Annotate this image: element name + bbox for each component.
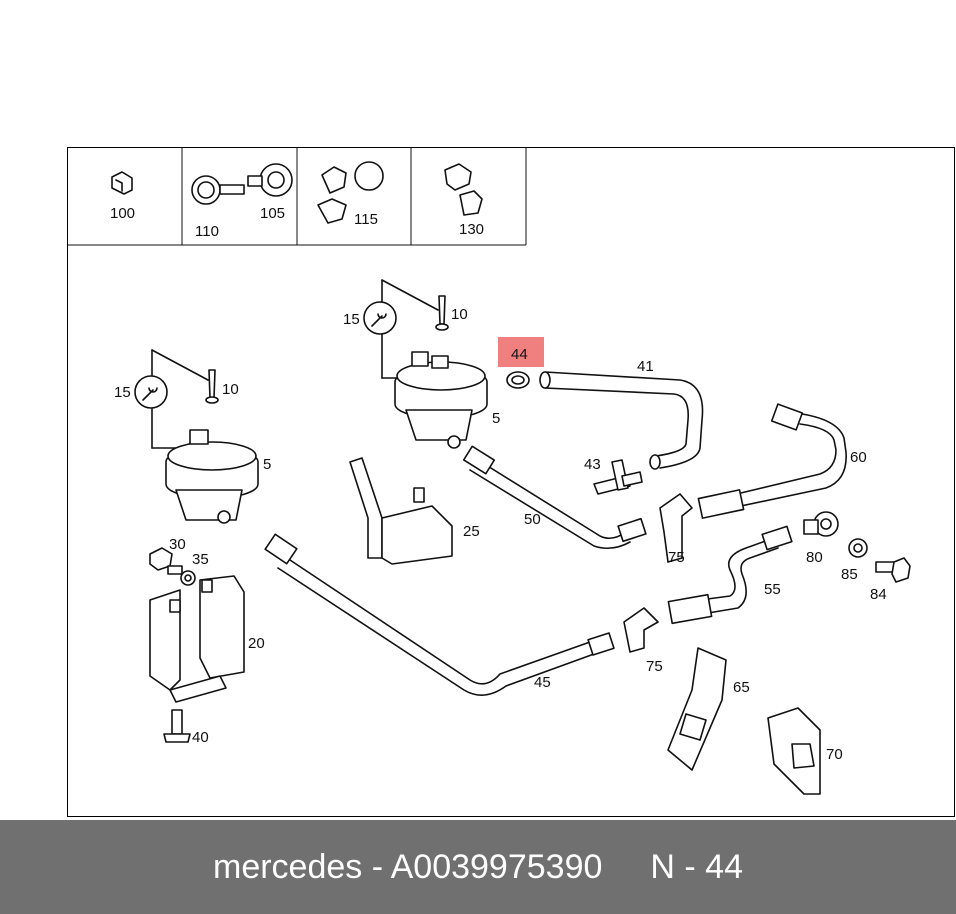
pressure-unit-left[interactable] [134, 349, 259, 524]
label-5-left: 5 [263, 456, 271, 473]
label-40: 40 [192, 729, 209, 746]
part-labels: 100 110 105 115 130 10 15 15 10 44 41 5 … [110, 205, 887, 763]
bolt-84[interactable] [875, 557, 911, 583]
label-41: 41 [637, 358, 654, 375]
bracket-20[interactable] [149, 575, 245, 703]
clip-100-icon[interactable] [111, 171, 133, 195]
label-80: 80 [806, 549, 823, 566]
label-70: 70 [826, 746, 843, 763]
fuel-line-50[interactable] [462, 445, 647, 550]
screw-10-left[interactable] [205, 369, 219, 404]
holder-130-icon[interactable] [444, 163, 483, 216]
label-30: 30 [169, 536, 186, 553]
label-35: 35 [192, 551, 209, 568]
fuel-line-55[interactable] [667, 525, 793, 625]
footer-part-number: mercedes - A0039975390 [213, 847, 603, 886]
label-15-left: 15 [114, 384, 131, 401]
label-60: 60 [850, 449, 867, 466]
label-25: 25 [463, 523, 480, 540]
diagram-frame [67, 147, 955, 817]
clip-set-115-icon[interactable] [317, 161, 384, 224]
highlight-box-44 [498, 337, 544, 367]
bracket-65[interactable] [667, 647, 727, 771]
label-15-upper: 15 [343, 311, 360, 328]
label-105: 105 [260, 205, 285, 222]
label-84: 84 [870, 586, 887, 603]
label-43: 43 [584, 456, 601, 473]
label-130: 130 [459, 221, 484, 238]
label-5-upper: 5 [492, 410, 500, 427]
hose-clamp-110-icon[interactable] [191, 175, 245, 205]
label-20: 20 [248, 635, 265, 652]
label-65: 65 [733, 679, 750, 696]
bracket-75-upper[interactable] [659, 493, 693, 563]
label-110: 110 [195, 223, 219, 240]
bolt-40[interactable] [163, 709, 191, 743]
bracket-75-lower[interactable] [623, 607, 659, 653]
bracket-70[interactable] [767, 707, 821, 795]
label-55: 55 [764, 581, 781, 598]
fuel-line-45[interactable] [264, 533, 615, 696]
label-75-lower: 75 [646, 658, 663, 675]
footer-bar: mercedes - A0039975390 N - 44 [0, 820, 956, 914]
hose-clamp-44[interactable] [506, 371, 530, 389]
label-44: 44 [511, 346, 528, 363]
label-85: 85 [841, 566, 858, 583]
washer-35[interactable] [180, 570, 196, 586]
hose-clamp-105-icon[interactable] [247, 163, 293, 197]
label-50: 50 [524, 511, 541, 528]
label-75-upper: 75 [668, 549, 685, 566]
fuel-line-60[interactable] [697, 403, 847, 519]
washer-85[interactable] [848, 538, 868, 558]
label-45: 45 [534, 674, 551, 691]
hose-41[interactable] [539, 371, 704, 470]
pressure-unit-upper[interactable] [363, 279, 488, 449]
header-cells [67, 147, 527, 246]
tee-connector-43[interactable] [593, 459, 643, 495]
footer-position: N - 44 [650, 847, 743, 886]
banjo-80[interactable] [803, 511, 839, 537]
bracket-25[interactable] [349, 457, 453, 565]
screw-10-upper[interactable] [435, 295, 449, 331]
label-100: 100 [110, 205, 135, 222]
label-10-left: 10 [222, 381, 239, 398]
label-10-upper: 10 [451, 306, 468, 323]
bolt-30[interactable] [149, 547, 183, 575]
parts-diagram: 100 110 105 115 130 10 15 15 10 44 41 5 … [67, 147, 911, 795]
label-115: 115 [354, 211, 378, 228]
